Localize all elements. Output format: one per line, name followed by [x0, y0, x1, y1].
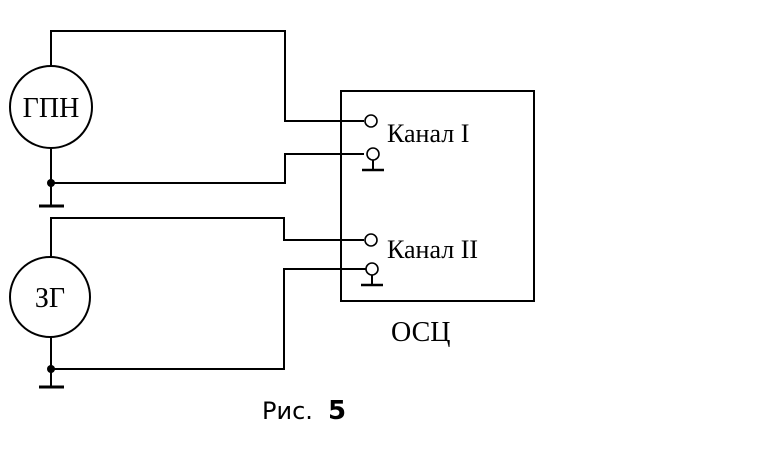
channel1-ground-terminal: [366, 147, 380, 161]
oscilloscope-label: ОСЦ: [391, 317, 450, 348]
wire-gpn-ground: [50, 149, 364, 184]
channel1-label: Канал I: [387, 119, 469, 148]
source-gpn-label: ГПН: [23, 93, 80, 124]
channel1-signal-terminal: [364, 114, 378, 128]
wire-zg-signal: [50, 217, 364, 257]
source-zg-label: ЗГ: [35, 283, 65, 314]
channel2-ground-terminal: [365, 262, 379, 276]
figure-caption-number: 5: [328, 396, 346, 426]
wire-gpn-signal: [50, 30, 364, 122]
source-gpn: [9, 65, 93, 149]
figure-caption-prefix: Рис.: [262, 397, 313, 425]
source-zg: [9, 256, 91, 338]
channel2-label: Канал II: [387, 235, 478, 264]
channel2-signal-terminal: [364, 233, 378, 247]
wire-zg-ground: [50, 268, 366, 370]
oscilloscope-box: [340, 90, 535, 302]
